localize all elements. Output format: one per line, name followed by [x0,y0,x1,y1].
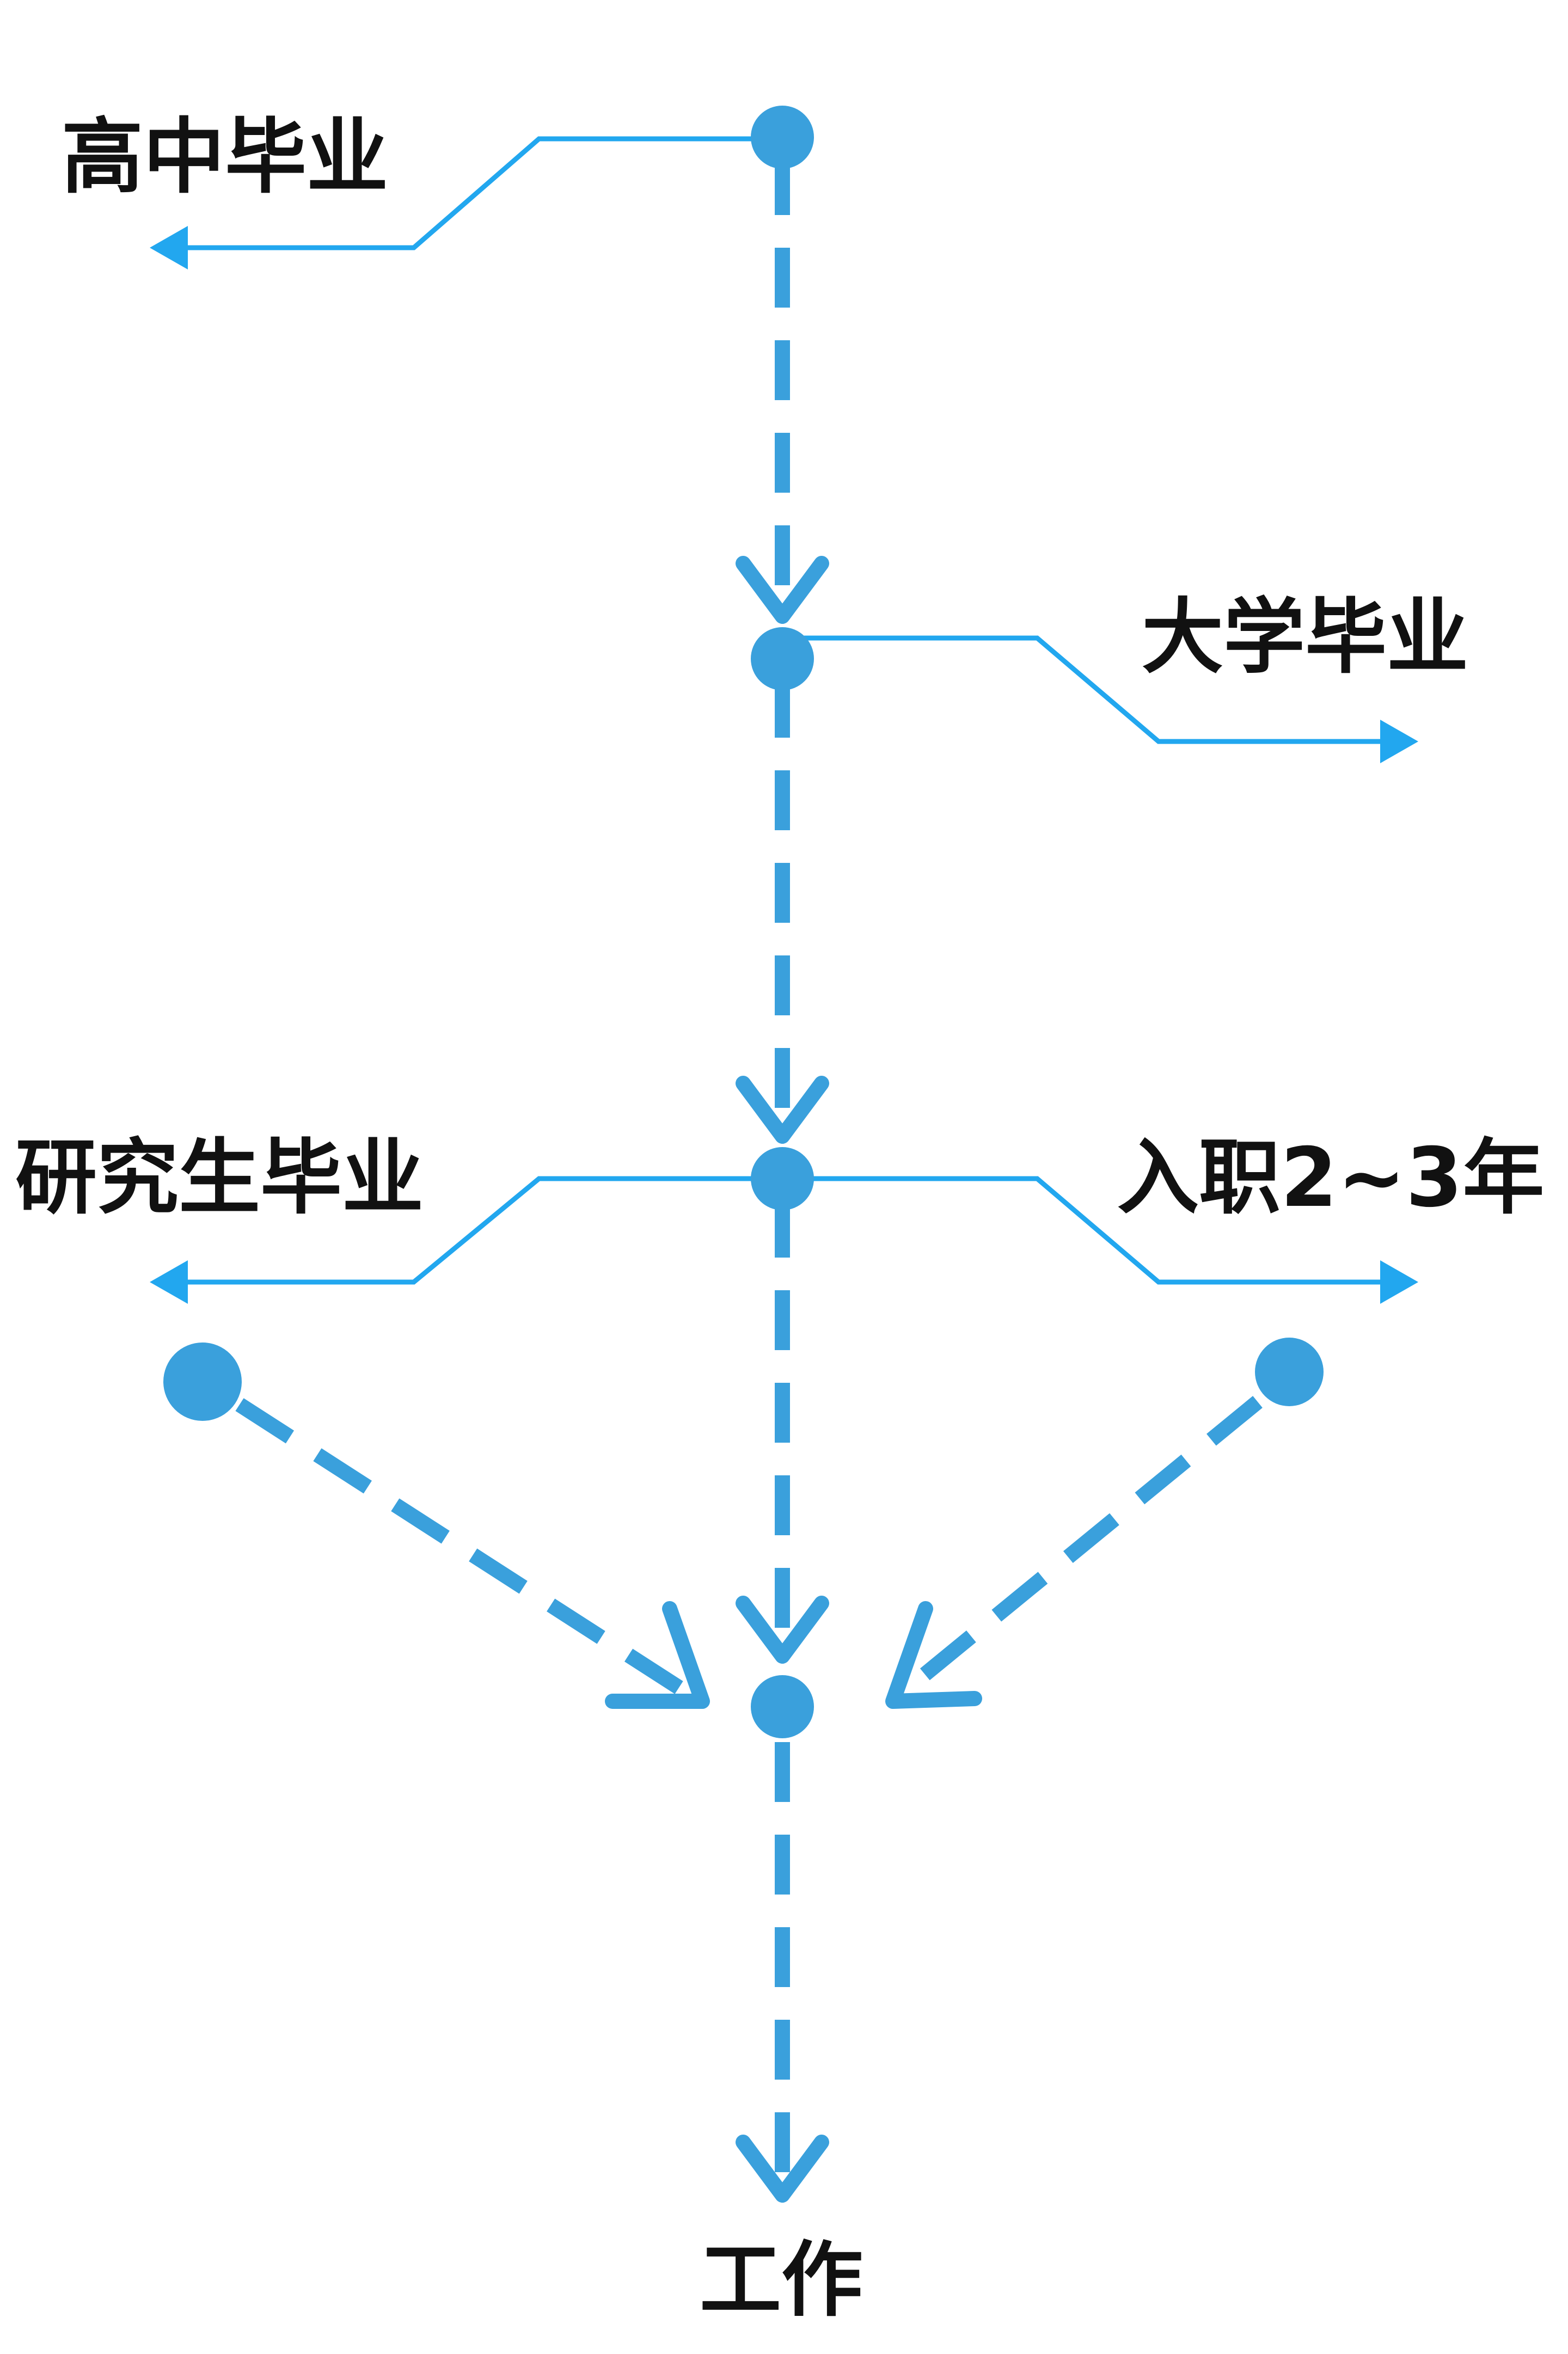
branch-work-years [782,1176,1394,1285]
node-work-years-source [1255,1338,1324,1406]
flow-diagonal-left [235,1398,688,1697]
branch-arrowheads [150,226,1418,1304]
branch-high-school [169,136,782,250]
node-graduate-junction [751,1147,814,1210]
flow-diagonal-right [907,1396,1263,1691]
branch-university [782,635,1394,744]
flow-arrowheads [605,556,982,2203]
label-graduate: 研究生毕业 [15,1131,424,1225]
arrow-right-icon [1380,720,1418,763]
chevron-down-icon [736,556,829,624]
node-job [751,1675,814,1738]
chevron-down-icon [736,2135,829,2203]
label-job: 工作 [700,2233,863,2328]
arrow-right-icon [1380,1260,1418,1304]
chevron-down-icon [736,1596,829,1664]
branch-graduate [169,1176,782,1285]
arrow-left-icon [150,1260,188,1304]
node-high-school [751,106,814,169]
main-flow [235,155,1263,2189]
branch-lines [169,136,1394,1285]
arrow-left-icon [150,226,188,269]
node-university [751,627,814,690]
label-high-school: 高中毕业 [62,110,388,205]
label-work-years: 入职2~3年 [1117,1131,1544,1225]
label-university: 大学毕业 [1142,590,1468,685]
node-graduate-source [163,1342,242,1421]
flow-nodes [163,106,1324,1738]
chevron-down-icon [736,1076,829,1144]
arrow-right-down-icon [605,1601,710,1709]
arrow-left-down-icon [885,1601,982,1709]
